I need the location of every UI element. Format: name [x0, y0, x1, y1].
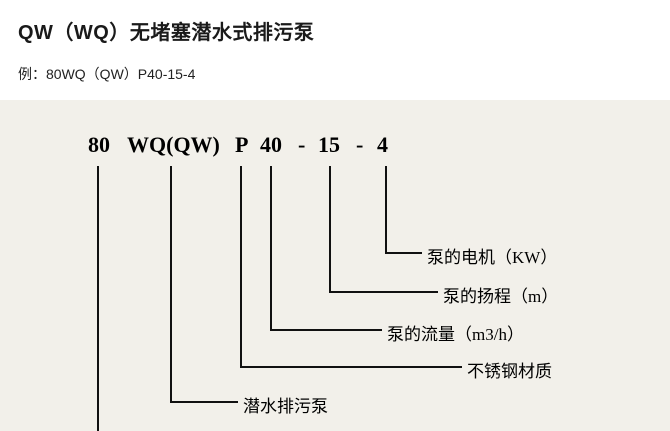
- code-segment-type: WQ(QW): [127, 132, 220, 157]
- label-pump-head: 泵的扬程（m）: [443, 287, 559, 306]
- connector-vline-type: [170, 166, 172, 403]
- page-title: QW（WQ）无堵塞潜水式排污泵: [18, 22, 315, 44]
- label-motor-power: 泵的电机（KW）: [427, 248, 558, 267]
- code-segment-dash: -: [298, 132, 306, 157]
- connector-hline-material: [240, 366, 462, 368]
- connector-hline-head: [329, 291, 438, 293]
- code-segment-head: 15: [318, 132, 340, 157]
- connector-vline-size: [97, 166, 99, 431]
- connector-hline-flow: [270, 329, 382, 331]
- connector-hline-power: [385, 252, 422, 254]
- nomenclature-diagram-panel: 80 WQ(QW) P 40 - 15 - 4 泵的电机（KW） 泵的扬程（m）…: [0, 100, 670, 431]
- connector-hline-type: [170, 401, 238, 403]
- label-flow-rate: 泵的流量（m3/h）: [387, 325, 524, 344]
- code-segment-power: 4: [377, 132, 388, 157]
- code-segment-material: P: [235, 132, 249, 157]
- connector-vline-power: [385, 166, 387, 254]
- label-pump-type: 潜水排污泵: [243, 397, 328, 416]
- model-example-text: 例：80WQ（QW）P40-15-4: [18, 66, 196, 82]
- connector-vline-head: [329, 166, 331, 293]
- code-segment-size: 80: [88, 132, 110, 157]
- code-segment-flow: 40: [260, 132, 282, 157]
- connector-vline-flow: [270, 166, 272, 331]
- code-segment-dash: -: [356, 132, 364, 157]
- connector-vline-material: [240, 166, 242, 368]
- label-material: 不锈钢材质: [467, 362, 552, 381]
